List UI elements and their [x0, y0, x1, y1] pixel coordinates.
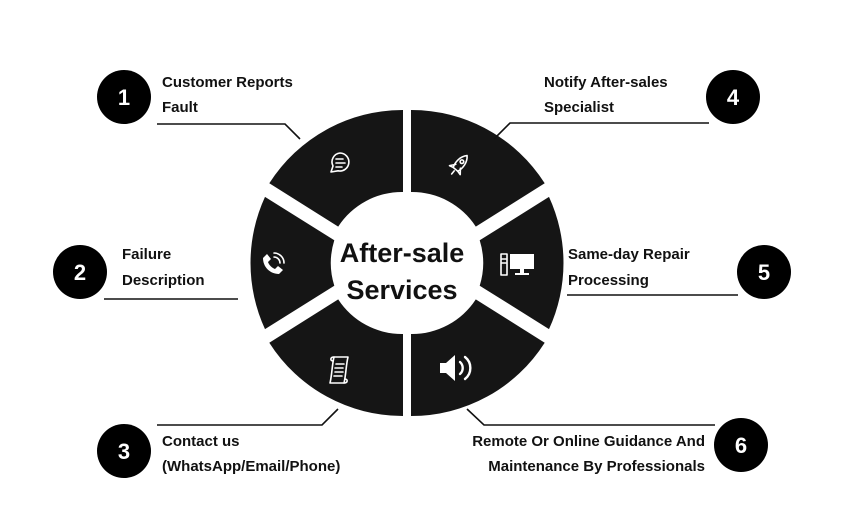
chat-bubble-icon: [330, 152, 350, 173]
step-5-label-line1: Same-day Repair: [568, 246, 690, 263]
step-number-4: 4: [727, 85, 740, 110]
leader-line-6: [466, 408, 715, 426]
step-2-label-line2: Description: [122, 272, 205, 289]
step-badge-1: 1: [97, 70, 151, 124]
phone-call-icon: [263, 252, 285, 274]
step-number-3: 3: [118, 439, 130, 464]
segment-notify-specialist: [411, 109, 545, 227]
step-badge-5: 5: [737, 245, 791, 299]
desktop-computer-icon: [500, 253, 534, 276]
leader-line-1: [157, 123, 301, 140]
step-3-label-line2: (WhatsApp/Email/Phone): [162, 458, 340, 475]
step-badge-2: 2: [53, 245, 107, 299]
center-title-line2: Services: [346, 275, 457, 305]
leader-line-3: [157, 408, 339, 426]
segment-failure-description: [250, 196, 335, 330]
center-title-line1: After-sale: [340, 238, 465, 268]
step-1-label-line2: Fault: [162, 99, 198, 116]
step-4-label-line2: Specialist: [544, 99, 614, 116]
step-number-5: 5: [758, 260, 770, 285]
step-2-label-line1: Failure: [122, 246, 171, 263]
step-badge-4: 4: [706, 70, 760, 124]
step-5-label-line2: Processing: [568, 272, 649, 289]
step-1-label-line1: Customer Reports: [162, 74, 293, 91]
step-3-label-line1: Contact us: [162, 433, 240, 450]
scroll-icon: [329, 356, 349, 384]
step-number-6: 6: [735, 433, 747, 458]
step-badge-6: 6: [714, 418, 768, 472]
segment-customer-reports: [269, 109, 403, 227]
step-number-2: 2: [74, 260, 86, 285]
leader-line-4: [493, 122, 709, 140]
speaker-icon: [440, 355, 472, 381]
step-4-label-line1: Notify After-sales: [544, 74, 668, 91]
step-6-label-line1: Remote Or Online Guidance And: [472, 433, 705, 450]
segment-remote-guidance: [411, 299, 545, 417]
step-number-1: 1: [118, 85, 130, 110]
step-badge-3: 3: [97, 424, 151, 478]
rocket-icon: [448, 154, 468, 176]
step-6-label-line2: Maintenance By Professionals: [488, 458, 705, 475]
